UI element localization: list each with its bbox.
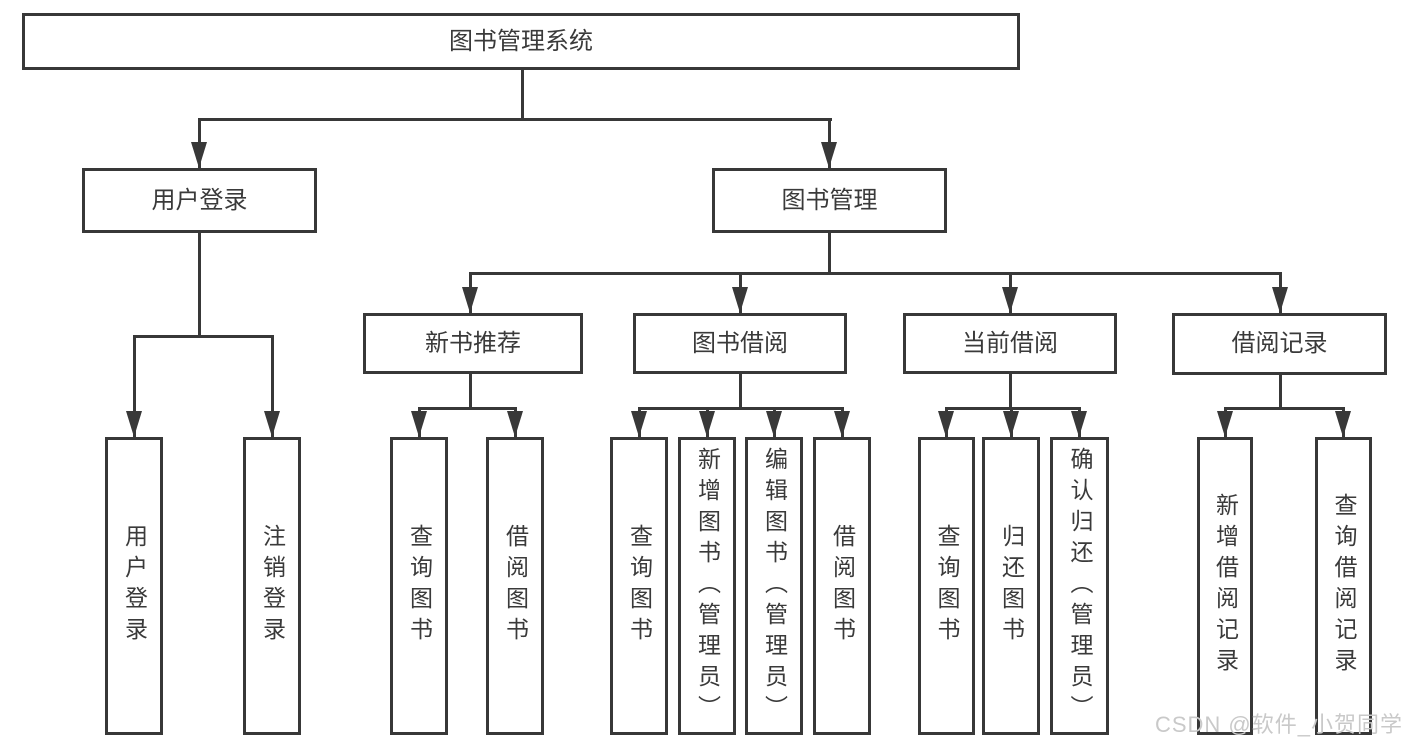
connector-line	[1279, 374, 1282, 407]
leaf-user-login: 用户登录	[105, 437, 163, 735]
connector-line	[133, 335, 136, 437]
connector-line	[739, 374, 742, 407]
connector-line	[198, 118, 832, 121]
connector-line	[271, 335, 274, 437]
node-library-management-system: 图书管理系统	[22, 13, 1020, 70]
connector-line	[418, 407, 517, 410]
node-label: 借阅记录	[1231, 330, 1328, 357]
arrow-down-icon	[732, 287, 748, 313]
leaf-add-borrow-record: 新增借阅记录	[1197, 437, 1253, 735]
node-user-login: 用户登录	[82, 168, 317, 233]
leaf-query-borrow-record: 查询借阅记录	[1315, 437, 1372, 735]
arrow-down-icon	[411, 411, 427, 437]
leaf-return-books: 归还图书	[982, 437, 1040, 735]
connector-line	[198, 233, 201, 335]
connector-line	[945, 407, 1081, 410]
node-current-borrowing: 当前借阅	[903, 313, 1117, 374]
connector-line	[469, 374, 472, 407]
leaf-confirm-return-admin: 确认归还（管理员）	[1050, 437, 1109, 735]
connector-line	[133, 335, 274, 338]
leaf-add-books-admin: 新增图书（管理员）	[678, 437, 736, 735]
node-label: 图书管理	[781, 186, 878, 214]
arrow-down-icon	[1071, 411, 1087, 437]
node-label: 查询借阅记录	[1331, 493, 1357, 679]
arrow-down-icon	[821, 142, 837, 168]
connector-line	[828, 233, 831, 272]
node-label: 查询图书	[934, 524, 960, 648]
node-label: 查询图书	[626, 524, 653, 648]
node-label: 新增图书（管理员）	[694, 446, 721, 726]
node-label: 图书管理系统	[449, 27, 593, 55]
node-book-management: 图书管理	[712, 168, 947, 233]
node-label: 图书借阅	[692, 329, 788, 357]
leaf-borrow-books: 借阅图书	[813, 437, 871, 735]
connector-line	[1009, 374, 1012, 407]
connector-line	[521, 70, 524, 118]
node-new-book-recommend: 新书推荐	[363, 313, 583, 374]
arrow-down-icon	[1003, 411, 1019, 437]
node-borrowing-records: 借阅记录	[1172, 313, 1387, 375]
leaf-edit-books-admin: 编辑图书（管理员）	[745, 437, 803, 735]
connector-line	[638, 407, 844, 410]
arrow-down-icon	[462, 287, 478, 313]
node-label: 借阅图书	[829, 524, 856, 648]
leaf-logout: 注销登录	[243, 437, 301, 735]
node-label: 查询图书	[406, 524, 433, 648]
leaf-query-books-current: 查询图书	[918, 437, 975, 735]
node-label: 新增借阅记录	[1212, 493, 1239, 679]
node-label: 确认归还（管理员）	[1067, 446, 1093, 726]
arrow-down-icon	[938, 411, 954, 437]
arrow-down-icon	[1217, 411, 1233, 437]
node-label: 用户登录	[151, 186, 248, 214]
leaf-query-books-borrowing: 查询图书	[610, 437, 668, 735]
arrow-down-icon	[1002, 287, 1018, 313]
arrow-down-icon	[699, 411, 715, 437]
arrow-down-icon	[1272, 287, 1288, 313]
arrow-down-icon	[766, 411, 782, 437]
arrow-down-icon	[264, 411, 280, 437]
leaf-query-books-recommend: 查询图书	[390, 437, 448, 735]
node-label: 用户登录	[121, 524, 148, 648]
node-label: 编辑图书（管理员）	[761, 446, 788, 726]
node-label: 借阅图书	[502, 524, 529, 648]
arrow-down-icon	[507, 411, 523, 437]
node-label: 注销登录	[259, 524, 286, 648]
arrow-down-icon	[834, 411, 850, 437]
connector-line	[1224, 407, 1344, 410]
node-label: 当前借阅	[962, 329, 1058, 357]
arrow-down-icon	[631, 411, 647, 437]
arrow-down-icon	[191, 142, 207, 168]
leaf-borrow-books-recommend: 借阅图书	[486, 437, 544, 735]
arrow-down-icon	[1335, 411, 1351, 437]
node-label: 新书推荐	[425, 329, 521, 357]
node-label: 归还图书	[998, 524, 1025, 648]
connector-line	[469, 272, 1282, 275]
node-book-borrowing: 图书借阅	[633, 313, 847, 374]
arrow-down-icon	[126, 411, 142, 437]
